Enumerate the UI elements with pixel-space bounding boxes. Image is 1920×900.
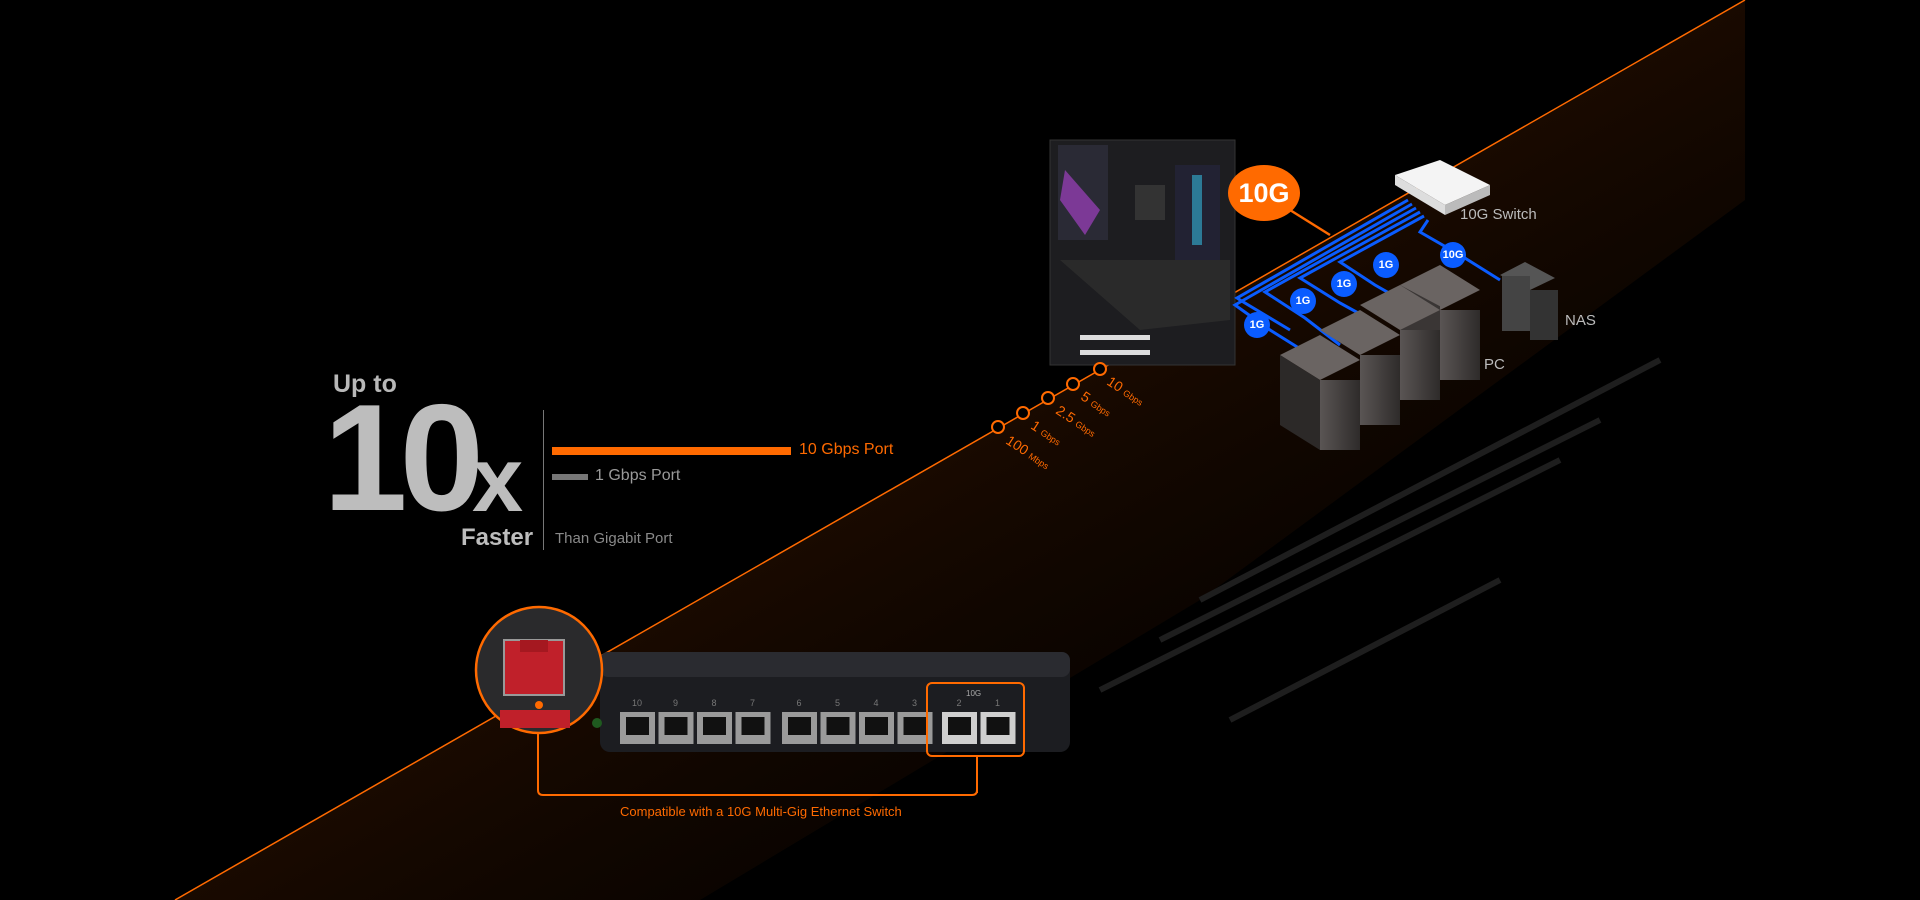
port-socket	[741, 717, 765, 735]
link-badge: 10G	[1440, 242, 1466, 268]
nas-icon	[1500, 262, 1558, 340]
nas-label: NAS	[1565, 312, 1596, 329]
label-10gbps: 10 Gbps Port	[799, 441, 894, 458]
headline-suffix: Faster	[461, 524, 534, 551]
bar-10gbps	[552, 447, 791, 455]
port-number: 7	[750, 698, 755, 708]
uplink-line	[1289, 208, 1331, 237]
port-number: 10	[632, 698, 642, 708]
link-badge: 1G	[1290, 288, 1316, 314]
port-socket	[703, 717, 726, 735]
port-socket	[903, 717, 927, 735]
bar-1gbps	[552, 474, 588, 480]
port-socket	[664, 717, 688, 735]
port-number: 4	[873, 698, 878, 708]
diagonal-line	[174, 0, 1746, 900]
speed-scale-dots	[991, 362, 1107, 434]
ten-g-port-group-label: 10G	[966, 689, 982, 698]
link-badge: 1G	[1373, 252, 1399, 278]
ethernet-ports: 10 9 8 7 6 5 4 3 2 1	[620, 698, 1016, 744]
port-number: 5	[835, 698, 840, 708]
pc-label: PC	[1484, 356, 1505, 373]
port-number: 8	[711, 698, 716, 708]
motherboard-image	[1049, 139, 1236, 366]
link-badge: 1G	[1244, 312, 1270, 338]
headline-multiplier: x	[472, 429, 524, 531]
switch-label: 10G Switch	[1460, 206, 1537, 223]
port-number: 3	[912, 698, 917, 708]
port-socket	[788, 717, 811, 735]
pc-towers	[1280, 265, 1480, 450]
port-zoom-callout	[474, 605, 604, 735]
label-1gbps: 1 Gbps Port	[595, 467, 681, 484]
port-socket	[826, 717, 850, 735]
network-switch-icon	[1395, 160, 1490, 215]
port-number: 9	[673, 698, 678, 708]
port-number: 1	[995, 698, 1000, 708]
headline-number: 10	[323, 373, 484, 543]
ten-g-highlight	[537, 682, 1025, 796]
aorus-watermark-stripes	[1098, 357, 1662, 723]
divider	[543, 410, 544, 550]
port-number: 2	[956, 698, 961, 708]
port-number: 6	[796, 698, 801, 708]
port-socket	[626, 717, 649, 735]
port-socket	[865, 717, 888, 735]
link-badge: 1G	[1331, 271, 1357, 297]
uplink-10g-badge: 10G	[1228, 165, 1300, 221]
headline-comparison: Than Gigabit Port	[555, 530, 673, 547]
port-socket	[948, 717, 971, 735]
headline-prefix: Up to	[333, 370, 397, 398]
port-socket	[986, 717, 1010, 735]
compatibility-caption: Compatible with a 10G Multi-Gig Ethernet…	[620, 804, 902, 819]
